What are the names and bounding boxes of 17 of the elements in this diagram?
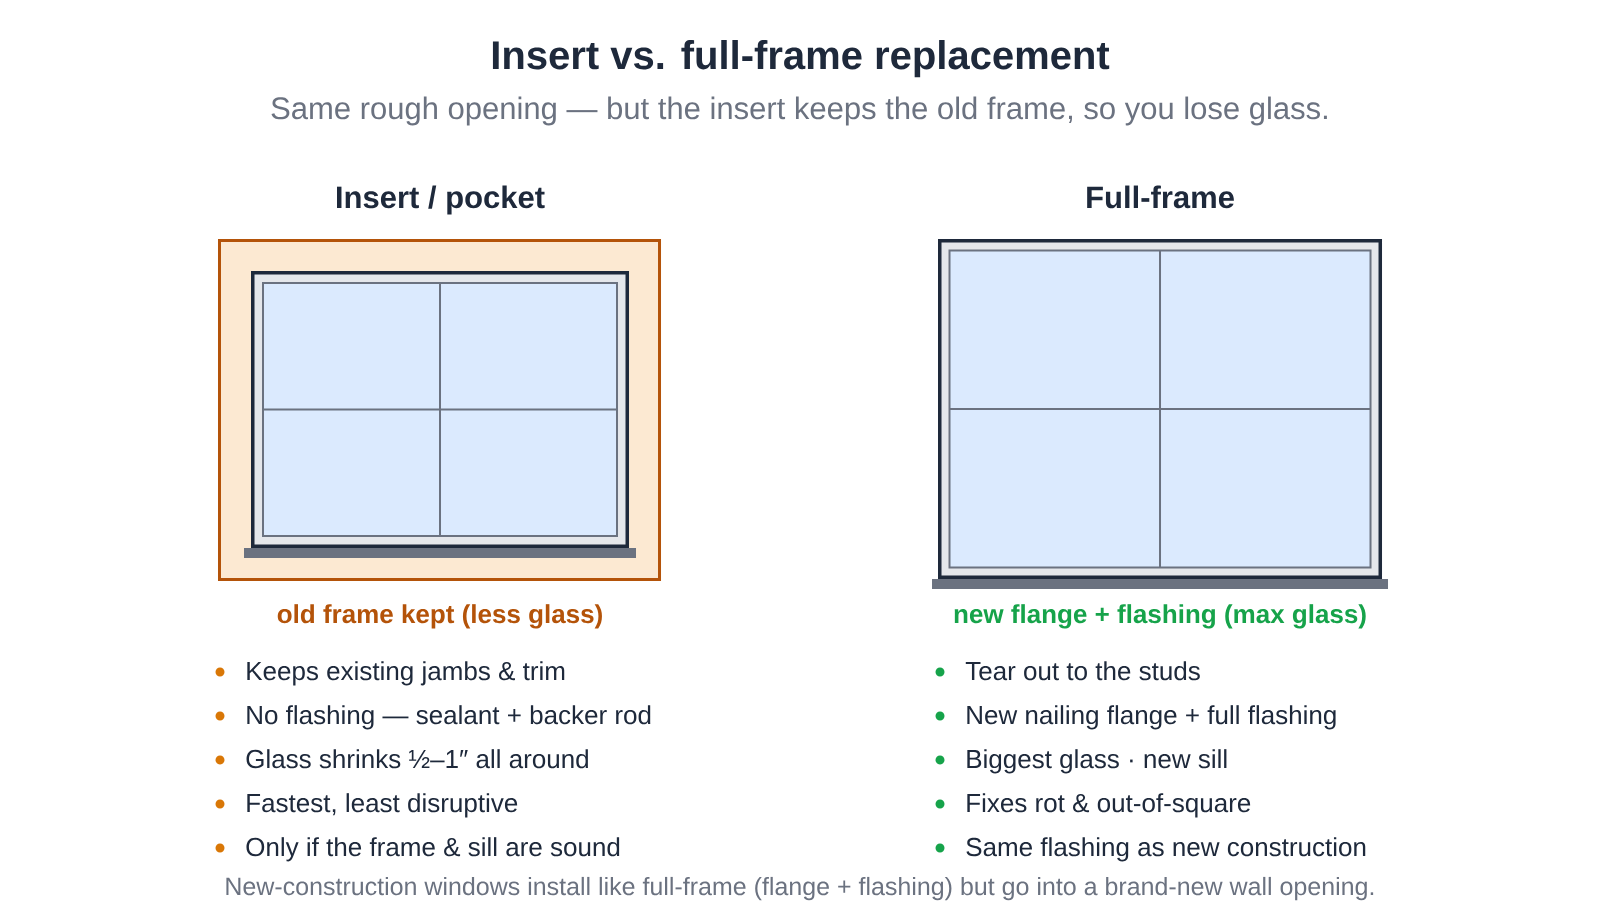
heading: Full-frame — [1087, 185, 1234, 209]
list-item: Fastest, least disruptive — [247, 793, 518, 818]
list-item: Biggest glass · new sill — [967, 749, 1227, 774]
list-item: No flashing — sealant + backer rod — [247, 705, 651, 730]
panel-caption: old frame kept (less glass) — [277, 604, 602, 629]
list-item: Only if the frame & sill are sound — [246, 837, 620, 862]
panel-caption: new flange + flashing (max glass) — [954, 604, 1366, 629]
list-item: Fixes rot & out-of-square — [967, 793, 1251, 818]
list-item: Glass shrinks ½–1″ all around — [246, 749, 588, 769]
subtitle: Same rough opening — but the insert keeps the old frame, so you lose glass. — [271, 96, 1327, 126]
heading: Insert / pocket — [337, 185, 545, 215]
footnote: New-construction windows install like full-frame (flange + flashing) but go into a brand-new wall opening. — [226, 876, 1374, 901]
list-item: Keeps existing jambs & trim — [247, 661, 565, 686]
list-item: Tear out to the studs — [965, 661, 1200, 681]
title: Insert vs. full-frame replacement — [492, 40, 1110, 78]
list-item: New nailing flange + full flashing — [967, 705, 1336, 730]
list-item: Same flashing as new construction — [966, 837, 1366, 862]
